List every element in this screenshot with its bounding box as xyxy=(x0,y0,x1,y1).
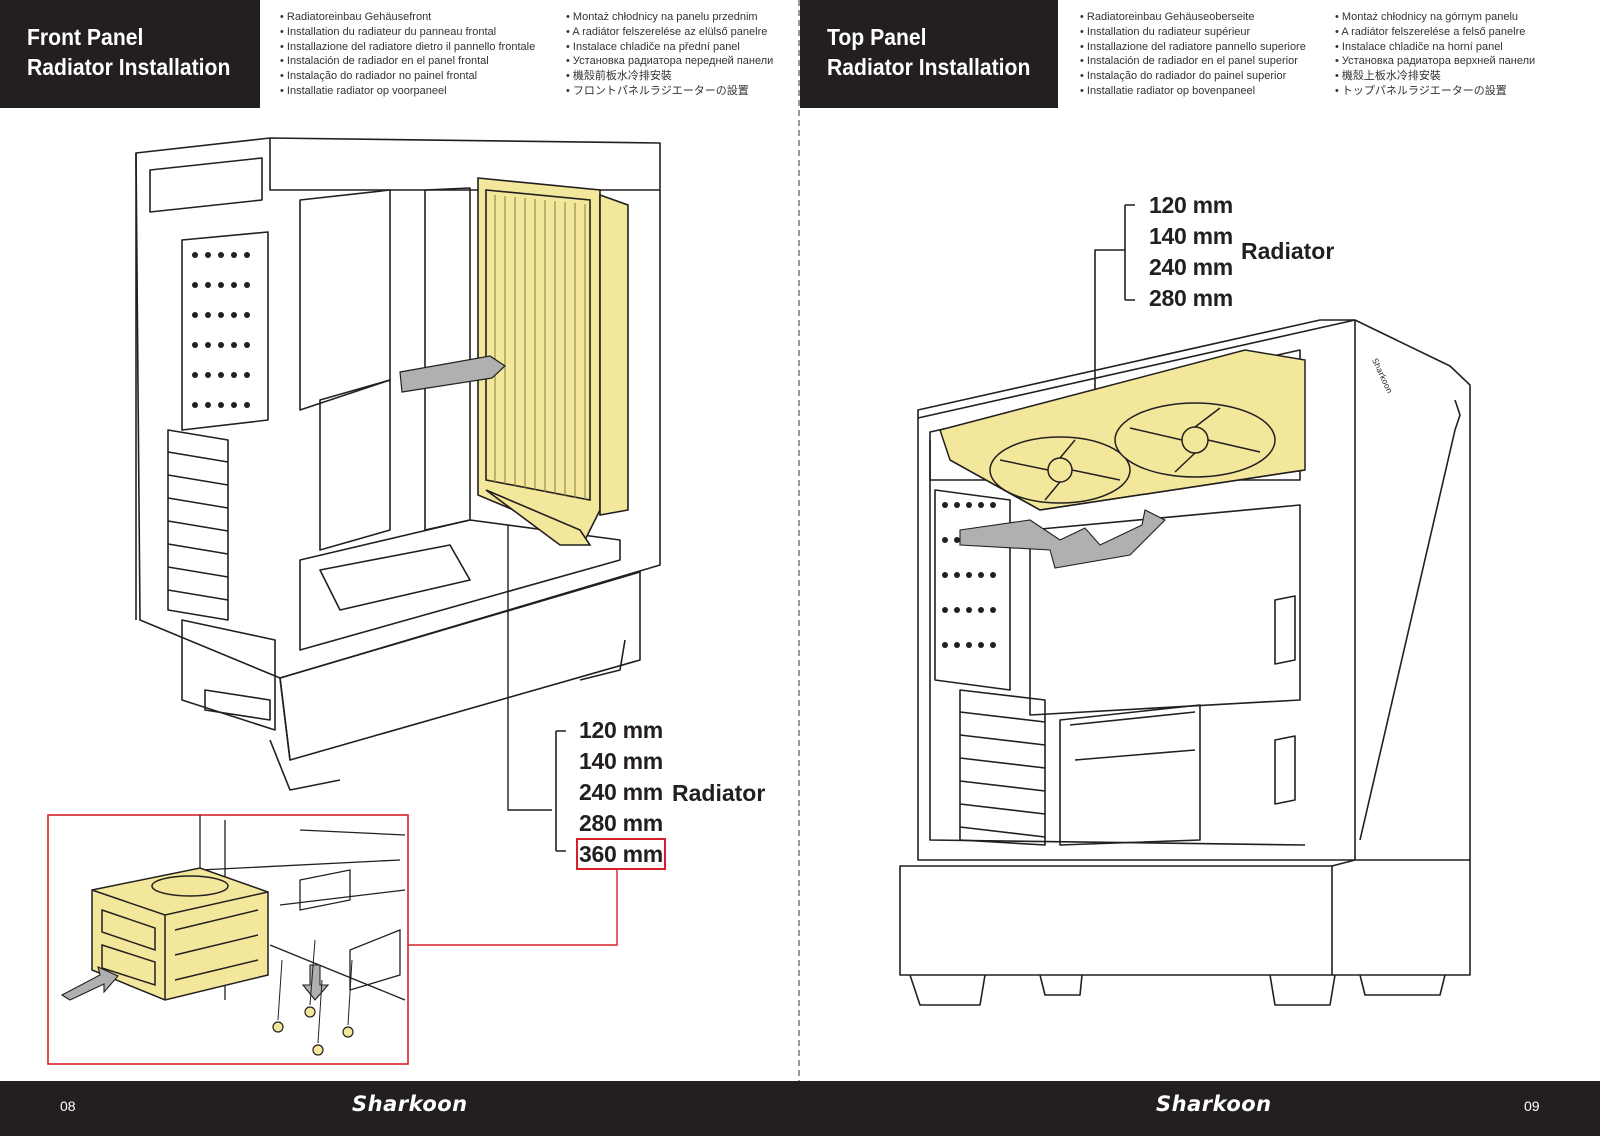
left-title-line1: Front Panel xyxy=(27,24,144,50)
footer-bar xyxy=(0,1081,1600,1136)
size-280: 280 mm xyxy=(1149,285,1233,311)
size-240: 240 mm xyxy=(1149,254,1233,280)
size-140: 140 mm xyxy=(579,748,663,774)
list-item: Installazione del radiatore pannello sup… xyxy=(1080,40,1306,55)
size-240: 240 mm xyxy=(579,779,663,805)
page-divider xyxy=(798,0,800,1136)
right-title-box: Top Panel Radiator Installation xyxy=(800,0,1058,108)
list-item: Installation du radiateur supérieur xyxy=(1080,25,1306,40)
right-title-line1: Top Panel xyxy=(827,24,927,50)
list-item: Instalação do radiador no painel frontal xyxy=(280,69,535,84)
sharkoon-logo-right: Sharkoon xyxy=(1156,1092,1272,1116)
left-language-list-1: Radiatoreinbau Gehäusefront Installation… xyxy=(280,10,535,99)
left-title-box: Front Panel Radiator Installation xyxy=(0,0,260,108)
list-item: A radiátor felszerelése a felső panelre xyxy=(1335,25,1535,40)
list-item: A radiátor felszerelése az elülső panelr… xyxy=(566,25,773,40)
insert-arrow-icon xyxy=(399,355,506,393)
list-item: Installatie radiator op bovenpaneel xyxy=(1080,84,1306,99)
list-item: Instalación de radiador en el panel supe… xyxy=(1080,54,1306,69)
list-item: Installation du radiateur du panneau fro… xyxy=(280,25,535,40)
list-item: Radiatoreinbau Gehäuseoberseite xyxy=(1080,10,1306,25)
size-120: 120 mm xyxy=(579,717,663,743)
left-page: Front Panel Radiator Installation Radiat… xyxy=(0,0,798,1136)
front-radiator xyxy=(477,177,629,546)
left-language-list-2: Montaż chłodnicy na panelu przednim A ra… xyxy=(566,10,773,99)
right-language-list-2: Montaż chłodnicy na górnym panelu A radi… xyxy=(1335,10,1535,99)
list-item: Montaż chłodnicy na panelu przednim xyxy=(566,10,773,25)
list-item: 機殼上板水冷排安裝 xyxy=(1335,69,1535,84)
top-radiator-illustration: Sharkoon xyxy=(899,204,1471,1006)
right-page: Top Panel Radiator Installation Radiator… xyxy=(800,0,1600,1136)
sharkoon-logo-left: Sharkoon xyxy=(352,1092,468,1116)
list-item: Instalación de radiador en el panel fron… xyxy=(280,54,535,69)
left-size-list: 120 mm 140 mm 240 mm 280 mm 360 mm xyxy=(576,715,666,870)
size-360: 360 mm xyxy=(576,838,666,870)
page-number-right: 09 xyxy=(1524,1098,1540,1114)
list-item: Установка радиатора передней панели xyxy=(566,54,773,69)
list-item: Installatie radiator op voorpaneel xyxy=(280,84,535,99)
list-item: Установка радиатора верхней панели xyxy=(1335,54,1535,69)
list-item: Montaż chłodnicy na górnym panelu xyxy=(1335,10,1535,25)
size-280: 280 mm xyxy=(579,810,663,836)
left-radiator-label: Radiator xyxy=(672,780,766,806)
size-140: 140 mm xyxy=(1149,223,1233,249)
list-item: Instalação do radiador do painel superio… xyxy=(1080,69,1306,84)
right-size-list: 120 mm 140 mm 240 mm 280 mm xyxy=(1149,190,1233,314)
size-120: 120 mm xyxy=(1149,192,1233,218)
top-radiator xyxy=(939,349,1306,511)
list-item: フロントパネルラジエーターの設置 xyxy=(566,84,773,99)
insert-arrow-icon xyxy=(959,509,1166,569)
svg-text:Sharkoon: Sharkoon xyxy=(1370,357,1394,395)
list-item: Instalace chladiče na přední panel xyxy=(566,40,773,55)
list-item: Radiatoreinbau Gehäusefront xyxy=(280,10,535,25)
right-language-list-1: Radiatoreinbau Gehäuseoberseite Installa… xyxy=(1080,10,1306,99)
list-item: トップパネルラジエーターの設置 xyxy=(1335,84,1535,99)
front-radiator-illustration xyxy=(47,137,661,1065)
remove-arrow-icon xyxy=(60,966,119,1001)
left-title-line2: Radiator Installation xyxy=(27,54,231,80)
list-item: Installazione del radiatore dietro il pa… xyxy=(280,40,535,55)
right-title-line2: Radiator Installation xyxy=(827,54,1031,80)
page-number-left: 08 xyxy=(60,1098,76,1114)
list-item: 機殼前板水冷排安裝 xyxy=(566,69,773,84)
size-360-highlight: 360 mm xyxy=(576,838,666,870)
screw-icon xyxy=(272,1006,354,1056)
right-radiator-label: Radiator xyxy=(1241,238,1335,264)
list-item: Instalace chladiče na horní panel xyxy=(1335,40,1535,55)
